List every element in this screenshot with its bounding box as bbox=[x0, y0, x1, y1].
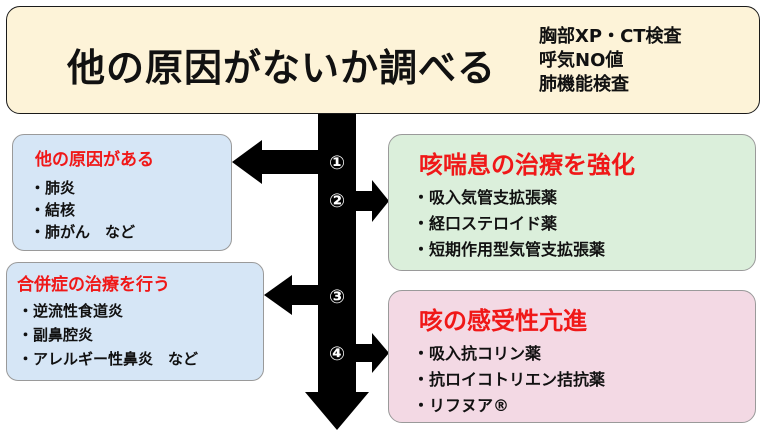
other-cause-title: 他の原因がある bbox=[35, 150, 154, 170]
list-item: ・吸入抗コリン薬 bbox=[413, 344, 542, 363]
list-item: ・副鼻腔炎 bbox=[18, 326, 94, 344]
list-item: ・肺がん など bbox=[30, 223, 136, 241]
test-item: 肺機能検査 bbox=[539, 74, 629, 95]
list-item: ・短期作用型気管支拡張薬 bbox=[413, 240, 606, 259]
test-item: 呼気NO値 bbox=[539, 50, 624, 71]
other-cause-list: ・肺炎 ・結核 ・肺がん など bbox=[30, 177, 135, 243]
arrow-left-3 bbox=[264, 275, 318, 315]
cough-hypersensitivity-box: 咳の感受性亢進 ・吸入抗コリン薬 ・抗ロイコトリエン拮抗薬 ・リフヌア® bbox=[388, 290, 756, 423]
step-1-number: ① bbox=[324, 152, 350, 174]
list-item: ・経口ステロイド薬 bbox=[413, 214, 558, 233]
list-item: ・肺炎 bbox=[30, 179, 76, 197]
arrow-right-4 bbox=[356, 333, 389, 373]
list-item: ・逆流性食道炎 bbox=[18, 302, 124, 320]
list-item: ・吸入気管支拡張薬 bbox=[413, 188, 558, 207]
investigate-cause-box: 他の原因がないか調べる 胸部XP・CT検査 呼気NO値 肺機能検査 bbox=[6, 6, 760, 114]
comorbidity-title: 合併症の治療を行う bbox=[17, 275, 170, 295]
comorbidity-box: 合併症の治療を行う ・逆流性食道炎 ・副鼻腔炎 ・アレルギー性鼻炎 など bbox=[6, 262, 264, 381]
list-item: ・結核 bbox=[30, 201, 76, 219]
list-item: ・リフヌア® bbox=[413, 396, 510, 415]
cough-hypersensitivity-list: ・吸入抗コリン薬 ・抗ロイコトリエン拮抗薬 ・リフヌア® bbox=[413, 341, 605, 419]
cough-asthma-list: ・吸入気管支拡張薬 ・経口ステロイド薬 ・短期作用型気管支拡張薬 bbox=[413, 185, 605, 263]
list-item: ・抗ロイコトリエン拮抗薬 bbox=[413, 370, 606, 389]
list-item: ・アレルギー性鼻炎 など bbox=[18, 350, 199, 368]
arrow-right-2 bbox=[356, 180, 389, 222]
other-cause-box: 他の原因がある ・肺炎 ・結核 ・肺がん など bbox=[12, 134, 232, 251]
test-item: 胸部XP・CT検査 bbox=[539, 26, 682, 47]
main-title: 他の原因がないか調べる bbox=[67, 46, 497, 90]
comorbidity-list: ・逆流性食道炎 ・副鼻腔炎 ・アレルギー性鼻炎 など bbox=[18, 299, 198, 371]
arrow-left-1 bbox=[232, 140, 318, 184]
cough-hypersensitivity-title: 咳の感受性亢進 bbox=[419, 307, 587, 335]
main-down-arrow bbox=[305, 114, 369, 430]
step-2-number: ② bbox=[324, 190, 350, 212]
step-4-number: ④ bbox=[324, 343, 350, 365]
test-list: 胸部XP・CT検査 呼気NO値 肺機能検査 bbox=[539, 25, 682, 97]
step-3-number: ③ bbox=[324, 286, 350, 308]
cough-asthma-title: 咳喘息の治療を強化 bbox=[419, 151, 635, 179]
cough-asthma-box: 咳喘息の治療を強化 ・吸入気管支拡張薬 ・経口ステロイド薬 ・短期作用型気管支拡… bbox=[388, 134, 756, 271]
